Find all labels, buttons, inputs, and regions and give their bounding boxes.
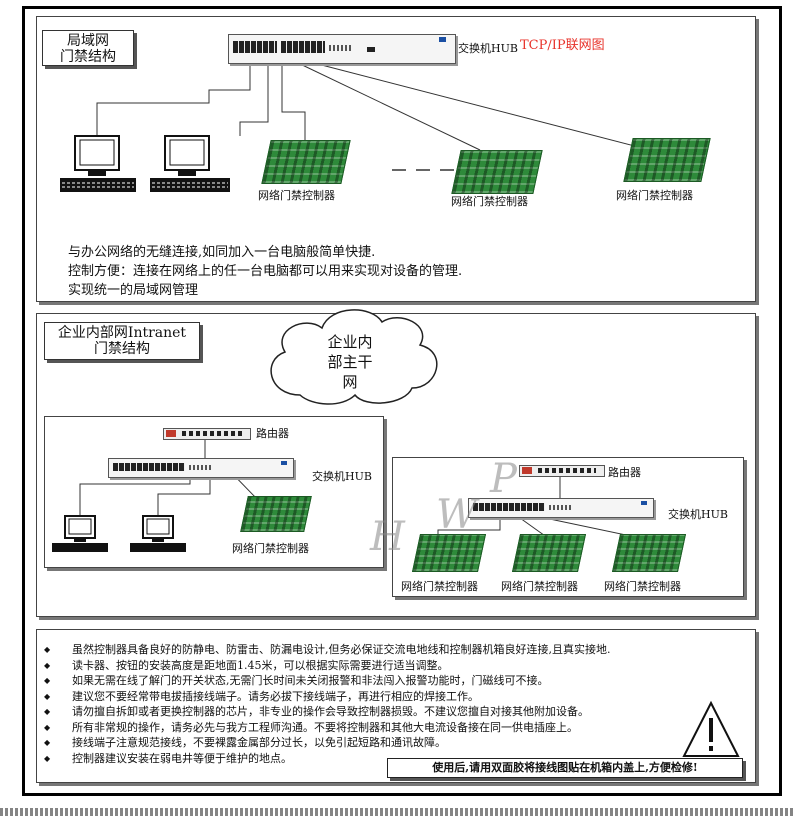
computer-icon <box>52 515 108 552</box>
watermark-letter: H <box>370 514 405 560</box>
watermark-letter: P <box>490 456 517 502</box>
warning-banner: 使用后,请用双面胶将接线图贴在机箱内盖上,方便检修! <box>387 758 743 778</box>
controller-label: 网络门禁控制器 <box>401 580 478 593</box>
router-icon <box>163 428 251 440</box>
note-item: 虽然控制器具备良好的防静电、防雷击、防漏电设计,但务必保证交流电地线和控制器机箱… <box>44 642 744 658</box>
switch-logo-icon <box>281 461 287 465</box>
switch-logo-icon <box>641 501 647 505</box>
cloud-label: 企业内 部主干 网 <box>327 333 373 391</box>
router-ports-icon <box>182 431 242 436</box>
switch-label: 交换机HUB <box>668 508 728 521</box>
note-item: 如果无需在线了解门的开关状态,无需门长时间未关闭报警和非法闯入报警功能时，门磁线… <box>44 673 744 689</box>
computer-icon <box>150 135 230 192</box>
bottom-dashed-divider <box>0 808 795 816</box>
controller-label: 网络门禁控制器 <box>501 580 578 593</box>
switch-ports-icon <box>473 503 545 511</box>
switch-button-icon <box>367 47 375 52</box>
section-title-intranet: 企业内部网Intranet 门禁结构 <box>44 322 200 360</box>
note-item: 所有非常规的操作，请务必先与我方工程师沟通。不要将控制器和其他大电流设备接在同一… <box>44 720 744 736</box>
diagram-frame <box>22 6 782 796</box>
switch-leds-icon <box>549 505 571 510</box>
section-title-lan: 局域网 门禁结构 <box>42 30 134 66</box>
router-label: 路由器 <box>608 466 641 479</box>
controller-label: 网络门禁控制器 <box>604 580 681 593</box>
switch-ports-icon <box>233 41 277 53</box>
note-item: 建议您不要经常带电拔插接线端子。请务必拔下接线端子，再进行相应的焊接工作。 <box>44 689 744 705</box>
controller-label: 网络门禁控制器 <box>232 542 309 555</box>
computer-icon <box>130 515 186 552</box>
note-item: 读卡器、按钮的安装高度是距地面1.45米，可以根据实际需要进行适当调整。 <box>44 658 744 674</box>
switch-ports-icon <box>113 463 185 471</box>
switch-logo-icon <box>439 37 446 42</box>
note-item: 接线端子注意规范接线，不要裸露金属部分过长，以免引起短路和通讯故障。 <box>44 735 744 751</box>
switch-leds-icon <box>189 465 211 470</box>
description-line: 控制方便：连接在网络上的任一台电脑都可以用来实现对设备的管理. <box>68 264 463 279</box>
router-ports-icon <box>538 468 596 473</box>
left-subnet-panel <box>44 416 384 568</box>
notes-list: 虽然控制器具备良好的防静电、防雷击、防漏电设计,但务必保证交流电地线和控制器机箱… <box>44 642 744 766</box>
computer-icon <box>60 135 136 192</box>
switch-label: 交换机HUB <box>458 42 518 55</box>
right-subnet-panel <box>392 457 744 597</box>
watermark-letter: W <box>436 492 478 538</box>
switch-label: 交换机HUB <box>312 470 372 483</box>
switch-leds-icon <box>329 45 353 51</box>
description-line: 实现统一的局域网管理 <box>68 283 199 298</box>
tcpip-header: TCP/IP联网图 <box>520 38 605 53</box>
router-icon <box>519 465 605 477</box>
controller-label: 网络门禁控制器 <box>451 195 528 208</box>
switch-hub-1 <box>228 34 456 64</box>
router-logo-icon <box>522 467 532 474</box>
note-item: 控制器建议安装在弱电井等便于维护的地点。 <box>44 751 744 767</box>
router-logo-icon <box>166 430 176 437</box>
switch-ports-icon <box>281 41 325 53</box>
switch-hub-3 <box>468 498 654 518</box>
controller-label: 网络门禁控制器 <box>616 189 693 202</box>
router-label: 路由器 <box>256 427 289 440</box>
lan-description: 与办公网络的无缝连接,如同加入一台电脑般简单快捷. 控制方便：连接在网络上的任一… <box>68 243 462 300</box>
description-line: 与办公网络的无缝连接,如同加入一台电脑般简单快捷. <box>68 245 376 260</box>
controller-label: 网络门禁控制器 <box>258 189 335 202</box>
note-item: 请勿擅自拆卸或者更换控制器的芯片，非专业的操作会导致控制器损毁。不建议您擅自对接… <box>44 704 744 720</box>
switch-hub-2 <box>108 458 294 478</box>
